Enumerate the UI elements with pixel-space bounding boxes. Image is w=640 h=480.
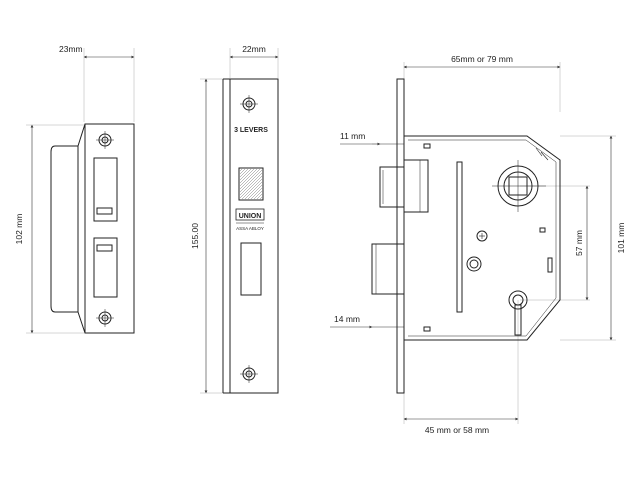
backset-dim-label: 45 mm or 58 mm xyxy=(425,425,489,435)
forend-width-label: 22mm xyxy=(242,44,266,54)
lock-body-view xyxy=(330,62,616,424)
union-logo xyxy=(235,208,265,224)
case-tab-top xyxy=(423,143,431,149)
case-screw xyxy=(476,230,488,242)
latch-bolt xyxy=(379,159,429,213)
forend-view xyxy=(200,48,279,394)
guide-slot xyxy=(456,161,463,313)
forend-height-label: 155.00 xyxy=(190,223,200,249)
strike-latch-opening xyxy=(93,157,118,222)
forend-latch-slot xyxy=(238,167,264,201)
strike-plate-view xyxy=(26,48,135,334)
follower-spindle xyxy=(492,160,546,212)
forend-brand-logo-text: UNION xyxy=(239,213,262,220)
lock-forend-edge xyxy=(396,78,405,394)
forend-bottom-screw-hole xyxy=(240,365,258,383)
case-tab-right xyxy=(539,227,546,233)
deadbolt xyxy=(371,243,405,295)
forend-top-screw-hole xyxy=(240,95,258,113)
centres-dim-label: 57 mm xyxy=(574,230,584,256)
forend-levers-label: 3 LEVERS xyxy=(234,127,268,134)
height-dim-label: 101 mm xyxy=(616,223,626,254)
lever-stop xyxy=(547,257,553,273)
strike-top-screw-hole xyxy=(96,131,114,149)
forend-plate xyxy=(229,78,279,394)
strike-width-label: 23mm xyxy=(59,44,83,54)
strike-bolt-opening xyxy=(93,237,118,298)
case-width-label: 65mm or 79 mm xyxy=(451,54,513,64)
strike-plate-flange xyxy=(50,123,86,334)
strike-plate-face xyxy=(84,123,135,334)
strike-height-label: 102 mm xyxy=(14,214,24,245)
lock-case xyxy=(404,135,561,341)
forend-sub-brand: ASSA ABLOY xyxy=(236,226,264,231)
latch-dim-label: 11 mm xyxy=(340,131,365,141)
case-tab-bottom xyxy=(423,326,431,332)
forend-bolt-slot xyxy=(240,242,262,296)
keyhole xyxy=(508,290,528,336)
case-corner-detail xyxy=(535,147,549,161)
deadbolt-dim-label: 14 mm xyxy=(334,314,360,324)
lever-pivot xyxy=(466,256,482,272)
strike-bottom-screw-hole xyxy=(96,309,114,327)
